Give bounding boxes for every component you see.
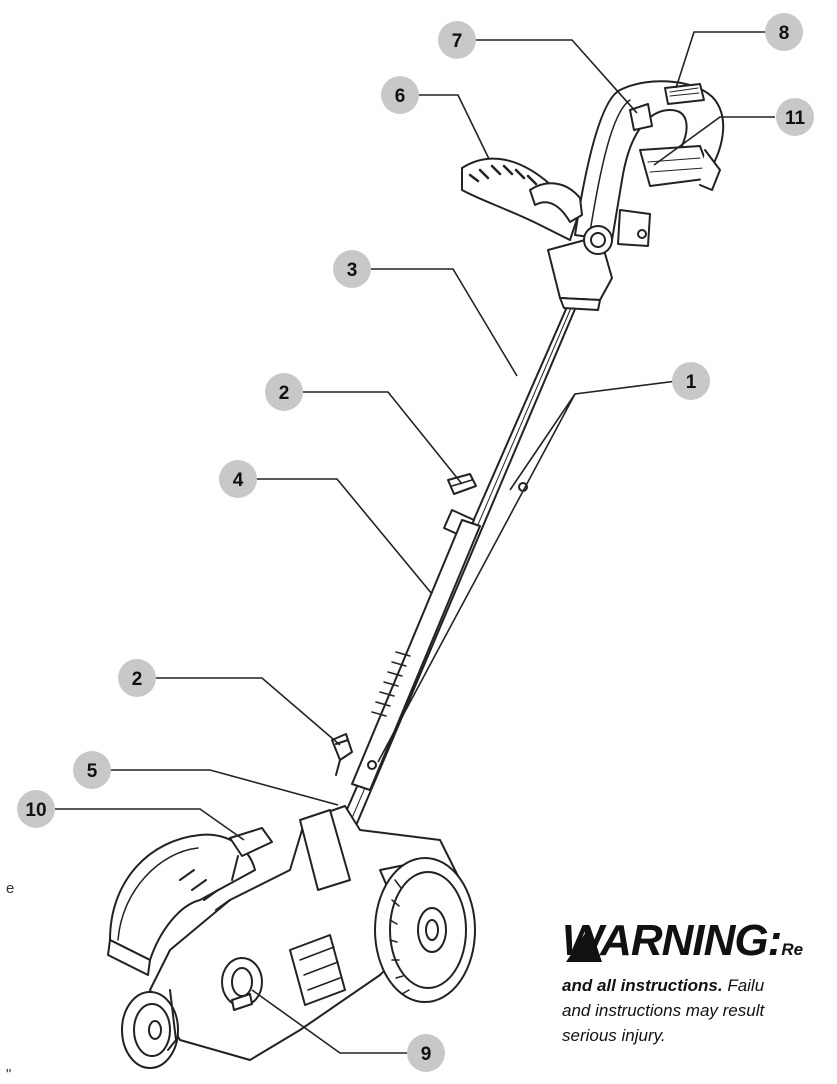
shaft — [337, 299, 579, 836]
leader-5 — [110, 769, 339, 806]
callout-2-lower: 2 — [118, 659, 156, 697]
callout-8-label: 8 — [779, 23, 790, 44]
callout-11: 11 — [776, 98, 814, 136]
edger-illustration — [107, 80, 725, 1069]
leader-10 — [55, 808, 245, 841]
warning-triangle-icon — [566, 926, 602, 962]
callouts: 1 2 2 3 4 5 6 7 — [17, 13, 814, 1072]
leader-6 — [418, 94, 490, 160]
leader-7 — [475, 39, 638, 114]
leader-lines — [55, 31, 775, 1054]
callout-4-label: 4 — [233, 470, 244, 491]
front-wheel — [121, 989, 179, 1069]
warning-line-1-bold: and all instructions. — [562, 976, 723, 995]
callout-5-label: 5 — [87, 761, 98, 782]
leader-2-lower — [155, 677, 341, 746]
callout-1-label: 1 — [686, 372, 697, 393]
leader-1-b — [377, 393, 576, 763]
callout-3-label: 3 — [347, 260, 358, 281]
warning-title-main: WARNING: — [562, 916, 782, 965]
leader-3 — [370, 268, 518, 377]
handle-assembly — [547, 80, 725, 311]
leader-11 — [653, 116, 775, 166]
callout-2-upper: 2 — [265, 373, 303, 411]
callout-6: 6 — [381, 76, 419, 114]
callout-10-label: 10 — [25, 800, 46, 821]
callout-3: 3 — [333, 250, 371, 288]
rear-wheel — [374, 857, 476, 1003]
warning-line-3: serious injury. — [562, 1026, 666, 1045]
callout-7: 7 — [438, 21, 476, 59]
callout-7-label: 7 — [452, 31, 463, 52]
callout-4: 4 — [219, 460, 257, 498]
leader-4 — [256, 478, 433, 595]
auxiliary-handle — [461, 157, 583, 241]
callout-10: 10 — [17, 790, 55, 828]
callout-9-label: 9 — [421, 1044, 432, 1065]
warning-block: WARNING:Re and all instructions. Failu a… — [562, 918, 837, 1048]
leader-8 — [675, 31, 766, 89]
callout-2-lower-label: 2 — [132, 669, 143, 690]
callout-2-upper-label: 2 — [279, 383, 290, 404]
callout-8: 8 — [765, 13, 803, 51]
warning-title: WARNING:Re — [562, 918, 837, 973]
warning-line-2: and instructions may result — [562, 1001, 765, 1020]
callout-5: 5 — [73, 751, 111, 789]
callout-1: 1 — [672, 362, 710, 400]
leader-9 — [251, 989, 408, 1054]
margin-fragment-bottom: " — [6, 1066, 12, 1083]
callout-6-label: 6 — [395, 86, 406, 107]
warning-line-1: and all instructions. Failu — [562, 973, 837, 998]
margin-fragment-left: e — [6, 880, 15, 897]
leader-2-upper — [302, 391, 463, 485]
callout-9: 9 — [407, 1034, 445, 1072]
warning-line-1-rest: Failu — [722, 976, 765, 995]
warning-title-tail: Re — [781, 940, 804, 959]
callout-11-label: 11 — [785, 108, 806, 129]
